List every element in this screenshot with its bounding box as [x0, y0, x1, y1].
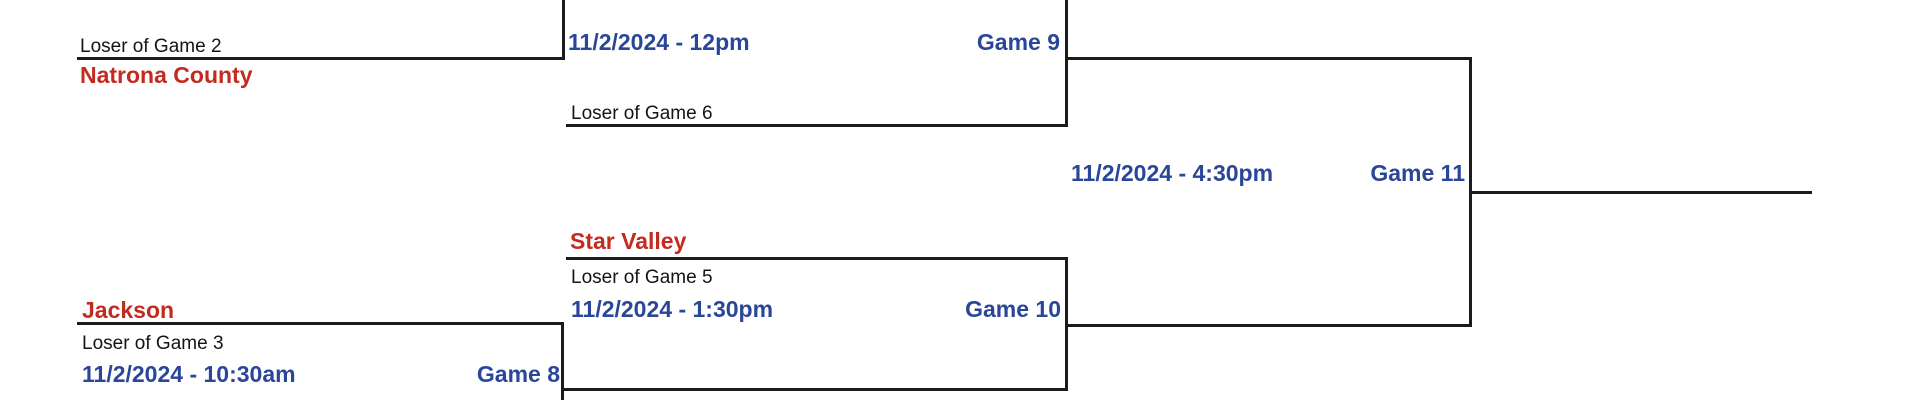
- game8-top-team-name: Jackson: [82, 297, 175, 323]
- game9-bottom-slot-label: Loser of Game 6: [571, 103, 713, 124]
- game9-bottom-team-line: [566, 124, 1068, 127]
- game10-top-slot-label: Loser of Game 5: [571, 267, 713, 288]
- game10-label: Game 10: [965, 296, 1061, 322]
- game9-label: Game 9: [976, 29, 1060, 55]
- game10-top-team-line: [566, 257, 1068, 260]
- game9-top-slot-label: Loser of Game 2: [80, 36, 222, 57]
- game9-datetime: 11/2/2024 - 12pm: [568, 29, 750, 55]
- game9-top-team-name: Natrona County: [80, 62, 253, 88]
- game11-winner-line: [1469, 191, 1812, 194]
- game11-datetime: 11/2/2024 - 4:30pm: [1071, 160, 1274, 186]
- game11-top-team-line: [1065, 57, 1472, 60]
- game10-top-team-name: Star Valley: [570, 228, 687, 254]
- game8-top-slot-label: Loser of Game 3: [82, 333, 224, 354]
- game11-label: Game 11: [1370, 160, 1465, 186]
- game9-top-feeder-vertical: [562, 0, 565, 60]
- game10-right-vertical: [1065, 257, 1068, 391]
- game9-top-team-line: [77, 57, 565, 60]
- game9-right-vertical: [1065, 0, 1068, 127]
- game8-top-team-line: [77, 322, 564, 325]
- game8-label: Game 8: [476, 361, 560, 387]
- game8-datetime: 11/2/2024 - 10:30am: [82, 361, 296, 387]
- game10-bottom-team-line: [561, 388, 1068, 391]
- game11-bottom-team-line: [1065, 324, 1472, 327]
- game8-right-vertical: [561, 322, 564, 400]
- game10-datetime: 11/2/2024 - 1:30pm: [571, 296, 774, 322]
